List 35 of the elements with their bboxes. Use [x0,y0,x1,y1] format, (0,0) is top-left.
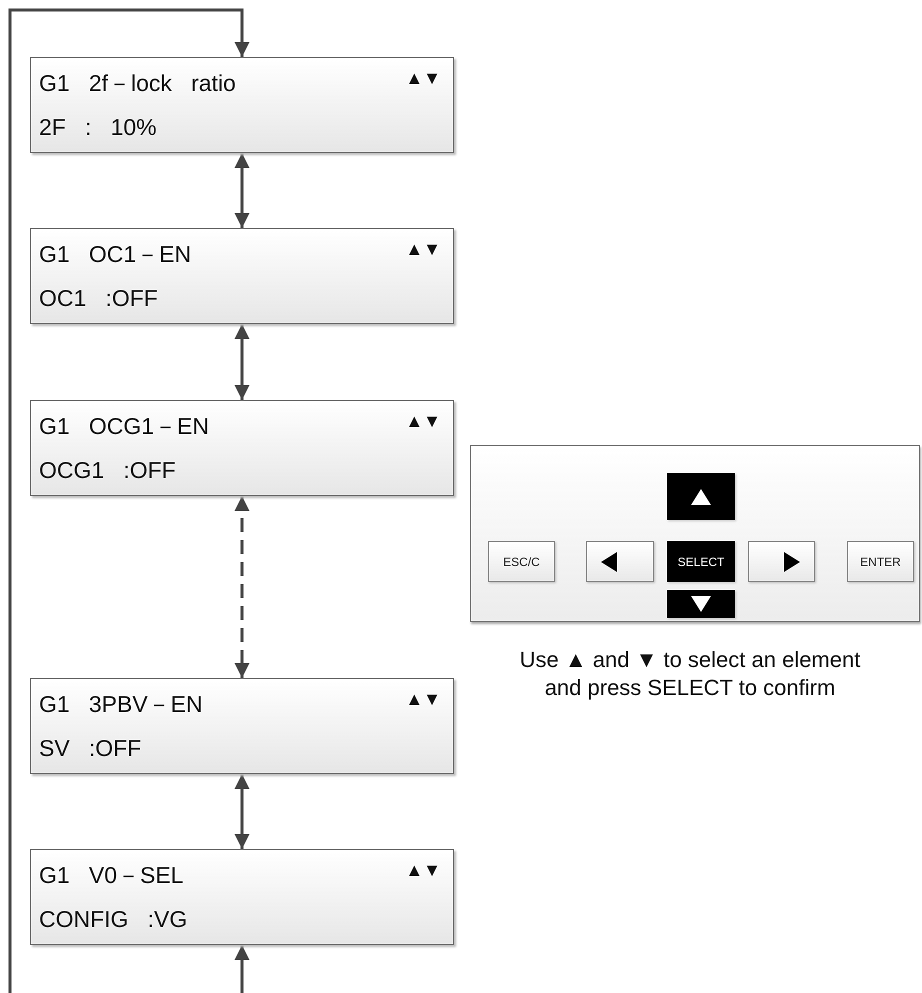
arrow-key-button [667,473,735,520]
screen-title: G1 2f－lock ratio [39,69,236,98]
instruction-text: Use ▲ and ▼ to select an element and press SELECT to confirm [518,646,862,702]
scroll-indicator: ▲▼ [405,689,441,710]
screen-title: G1 OC1－EN [39,240,192,269]
arrow-key-button [667,590,735,618]
lcd-screen [30,400,454,496]
scroll-indicator: ▲▼ [405,411,441,432]
setting-value: CONFIG :VG [39,906,188,933]
key-button: ENTER [847,541,914,582]
keypad-panel [470,445,920,622]
arrow [8,8,250,993]
key-button: SELECT [667,541,735,582]
setting-value: SV :OFF [39,735,142,762]
arrow [234,153,250,228]
lcd-screen [30,228,454,324]
arrow-key-button [586,541,654,582]
lcd-screen [30,678,454,774]
arrow [234,774,250,849]
screen-title: G1 V0－SEL [39,861,184,890]
setting-value: OCG1 :OFF [39,457,176,484]
arrow [234,945,250,993]
key-button: ESC/C [488,541,555,582]
lcd-screen [30,57,454,153]
lcd-screen [30,849,454,945]
screen-title: G1 OCG1－EN [39,412,209,441]
dashed-arrow [234,496,250,678]
setting-value: OC1 :OFF [39,285,158,312]
screen-title: G1 3PBV－EN [39,690,203,719]
arrow [234,324,250,400]
scroll-indicator: ▲▼ [405,239,441,260]
arrow-key-button [748,541,815,582]
setting-value: 2F : 10% [39,114,157,141]
scroll-indicator: ▲▼ [405,68,441,89]
scroll-indicator: ▲▼ [405,860,441,881]
